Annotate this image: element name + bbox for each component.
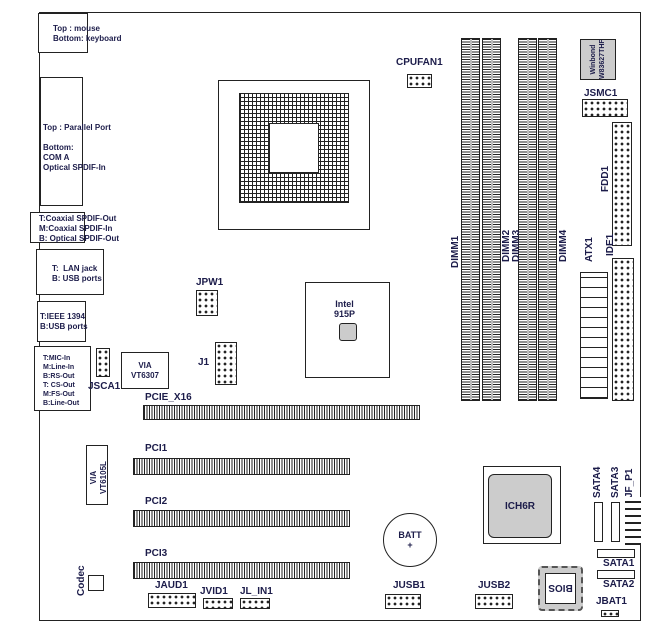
pci3-label: PCI3: [145, 548, 168, 559]
jbat1-jumper: [601, 610, 619, 617]
dimm4-label: DIMM4: [558, 229, 569, 262]
jpw1-connector: [196, 290, 218, 316]
ide1-connector: [612, 258, 634, 401]
pci3-slot[interactable]: [133, 562, 350, 579]
cpufan1-label: CPUFAN1: [396, 57, 443, 68]
jvid1-label: JVID1: [200, 586, 228, 597]
j1-connector: [215, 342, 237, 385]
dimm1-label: DIMM1: [450, 235, 461, 268]
via-vt6307-chip: VIA VT6307: [121, 352, 169, 389]
via-vt6105l-chip: VIA VT6105L: [86, 445, 108, 505]
codec-chip: [88, 575, 104, 591]
sata2-connector: [597, 570, 635, 579]
ich6r-chip: ICH6R: [483, 466, 561, 544]
jsmc1-label: JSMC1: [584, 88, 618, 99]
jbat1-label: JBAT1: [596, 596, 627, 607]
jsmc1-connector: [582, 99, 628, 117]
jsca1-connector: [96, 348, 110, 377]
northbridge-label: Intel 915P: [334, 299, 356, 319]
jusb2-label: JUSB2: [478, 580, 511, 591]
pci2-slot[interactable]: [133, 510, 350, 527]
jaud1-label: JAUD1: [155, 580, 188, 591]
sata2-label: SATA2: [603, 579, 635, 590]
cpufan1-connector: [407, 74, 432, 88]
lan-label: T: LAN jack B: USB ports: [52, 264, 102, 283]
sata3-label: SATA3: [610, 466, 621, 498]
jl-in1-label: JL_IN1: [240, 586, 273, 597]
fdd1-label: FDD1: [600, 165, 611, 192]
parallel-label: Top : Parallel Port Bottom: COM A Optica…: [43, 123, 111, 172]
jf-p1-connector: [625, 497, 641, 545]
winbond-chip: Winbond W83627THF: [580, 39, 616, 80]
atx1-label: ATX1: [584, 237, 595, 262]
audio-label: T:MIC-In M:Line-In B:RS-Out T: CS-Out M:…: [43, 355, 80, 407]
ps2-label: Top : mouse Bottom: keyboard: [53, 24, 122, 43]
jl-in1-connector: [240, 598, 270, 609]
pcie-x16-slot[interactable]: [143, 405, 420, 420]
jaud1-connector: [148, 593, 196, 608]
ieee-label: T:IEEE 1394 B:USB ports: [40, 312, 88, 331]
dimm1-slot[interactable]: [461, 38, 480, 401]
ps2-port: Top : mouse Bottom: keyboard: [38, 13, 121, 53]
parallel-com-port: Top : Parallel Port Bottom: COM A Optica…: [40, 77, 111, 206]
pci1-label: PCI1: [145, 443, 168, 454]
jusb1-label: JUSB1: [393, 580, 426, 591]
bios-chip: BIOS: [538, 566, 583, 611]
jsca1-label: JSCA1: [88, 381, 121, 392]
jusb1-connector: [385, 594, 421, 609]
ich6r-label: ICH6R: [488, 474, 552, 538]
sata4-connector: [594, 502, 603, 542]
dimm3-slot[interactable]: [518, 38, 537, 401]
intel-915p-chip: Intel 915P: [305, 282, 390, 378]
sata1-label: SATA1: [603, 558, 635, 569]
jvid1-connector: [203, 598, 233, 609]
sata1-connector: [597, 549, 635, 558]
spdif-port: T:Coaxial SPDIF-Out M:Coaxial SPDIF-In B…: [30, 212, 119, 243]
pci2-label: PCI2: [145, 496, 168, 507]
jpw1-label: JPW1: [196, 277, 224, 288]
audio-ports: T:MIC-In M:Line-In B:RS-Out T: CS-Out M:…: [34, 346, 91, 411]
spdif-label: T:Coaxial SPDIF-Out M:Coaxial SPDIF-In B…: [39, 214, 119, 243]
dimm2-slot[interactable]: [482, 38, 501, 401]
bios-label: BIOS: [545, 573, 576, 604]
ide1-label: IDE1: [605, 233, 616, 256]
pci1-slot[interactable]: [133, 458, 350, 475]
sata4-label: SATA4: [592, 466, 603, 498]
fdd1-connector: [612, 122, 632, 246]
atx1-connector: [580, 272, 608, 399]
battery: BATT +: [383, 513, 437, 567]
sata3-connector: [611, 502, 620, 542]
pcie-x16-label: PCIE_X16: [145, 392, 192, 403]
ieee1394-usb-port: T:IEEE 1394 B:USB ports: [37, 301, 88, 342]
cpu-socket: [218, 80, 370, 230]
jusb2-connector: [475, 594, 513, 609]
lan-usb-port: T: LAN jack B: USB ports: [36, 249, 104, 295]
jf-p1-label: JF_P1: [624, 468, 635, 498]
dimm4-slot[interactable]: [538, 38, 557, 401]
j1-label: J1: [198, 357, 210, 368]
via-vt6105l-label: VIA VT6105L: [89, 461, 108, 494]
codec-label: Codec: [76, 565, 87, 596]
dimm3-label: DIMM3: [511, 229, 522, 262]
